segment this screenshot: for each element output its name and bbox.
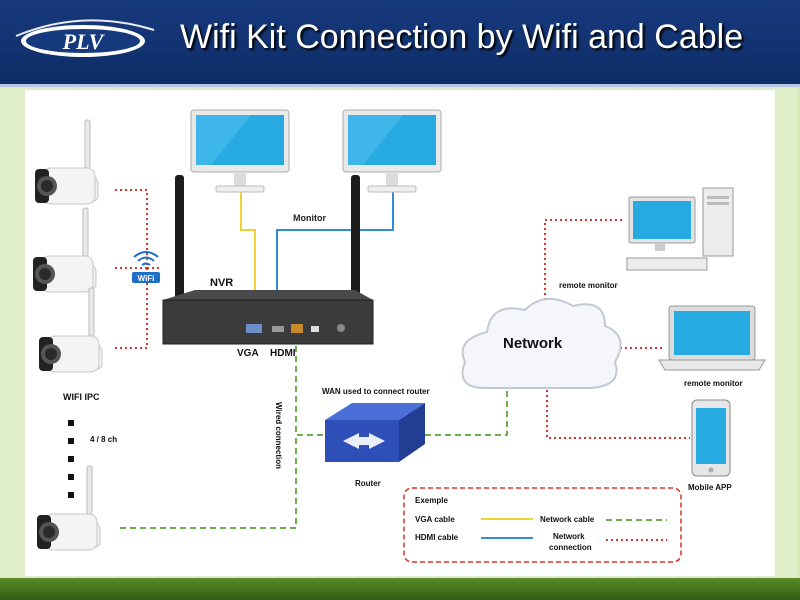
nvr-device	[162, 175, 374, 345]
nvr-label: NVR	[210, 277, 233, 289]
remote-monitor-label-2: remote monitor	[684, 379, 743, 388]
network-cable-lines	[120, 336, 508, 529]
channel-count-label: 4 / 8 ch	[90, 435, 117, 444]
monitor-left	[190, 109, 290, 193]
laptop-icon	[658, 305, 766, 371]
hdmi-label: HDMI	[270, 348, 296, 359]
logo-text: PLV	[62, 29, 106, 54]
mobile-phone-icon	[691, 399, 731, 477]
camera-2	[32, 207, 97, 293]
legend-network-connection-label-2: connection	[549, 543, 592, 552]
monitor-label: Monitor	[293, 213, 326, 223]
plv-logo: PLV	[15, 19, 155, 57]
network-label: Network	[503, 335, 563, 352]
legend-hdmi-label: HDMI cable	[415, 533, 459, 542]
diagram-panel: Monitor NVR VGA HDMI WiFi WIF	[25, 90, 775, 576]
router-label: Router	[355, 479, 381, 488]
camera-1	[34, 119, 99, 205]
remote-monitor-label-1: remote monitor	[559, 281, 618, 290]
wired-connection-label: Wired connection	[274, 402, 283, 469]
legend-vga-label: VGA cable	[415, 515, 455, 524]
wifi-ipc-label: WIFI IPC	[63, 392, 100, 402]
page-title: Wifi Kit Connection by Wifi and Cable	[180, 18, 744, 56]
legend-title: Exemple	[415, 496, 448, 505]
mobile-app-label: Mobile APP	[688, 483, 732, 492]
footer-bar	[0, 578, 800, 600]
vga-label: VGA	[237, 348, 259, 359]
hdmi-cable-line	[276, 187, 394, 328]
wifi-icon: WiFi	[132, 251, 160, 283]
header-bar: PLV Wifi Kit Connection by Wifi and Cabl…	[0, 0, 800, 87]
desktop-pc-icon	[626, 187, 734, 271]
legend-network-cable-label: Network cable	[540, 515, 595, 524]
connection-diagram: Monitor NVR VGA HDMI WiFi WIF	[32, 109, 766, 563]
camera-3	[38, 287, 103, 373]
ellipsis-dots	[68, 420, 74, 498]
legend-network-connection-label-1: Network	[553, 532, 585, 541]
router-icon	[325, 403, 425, 462]
legend-box: Exemple VGA cable Network cable HDMI cab…	[403, 487, 682, 563]
wifi-badge-label: WiFi	[138, 274, 155, 283]
network-cloud-icon	[461, 298, 622, 389]
wan-label: WAN used to connect router	[322, 387, 430, 396]
vga-cable-line	[240, 187, 256, 328]
